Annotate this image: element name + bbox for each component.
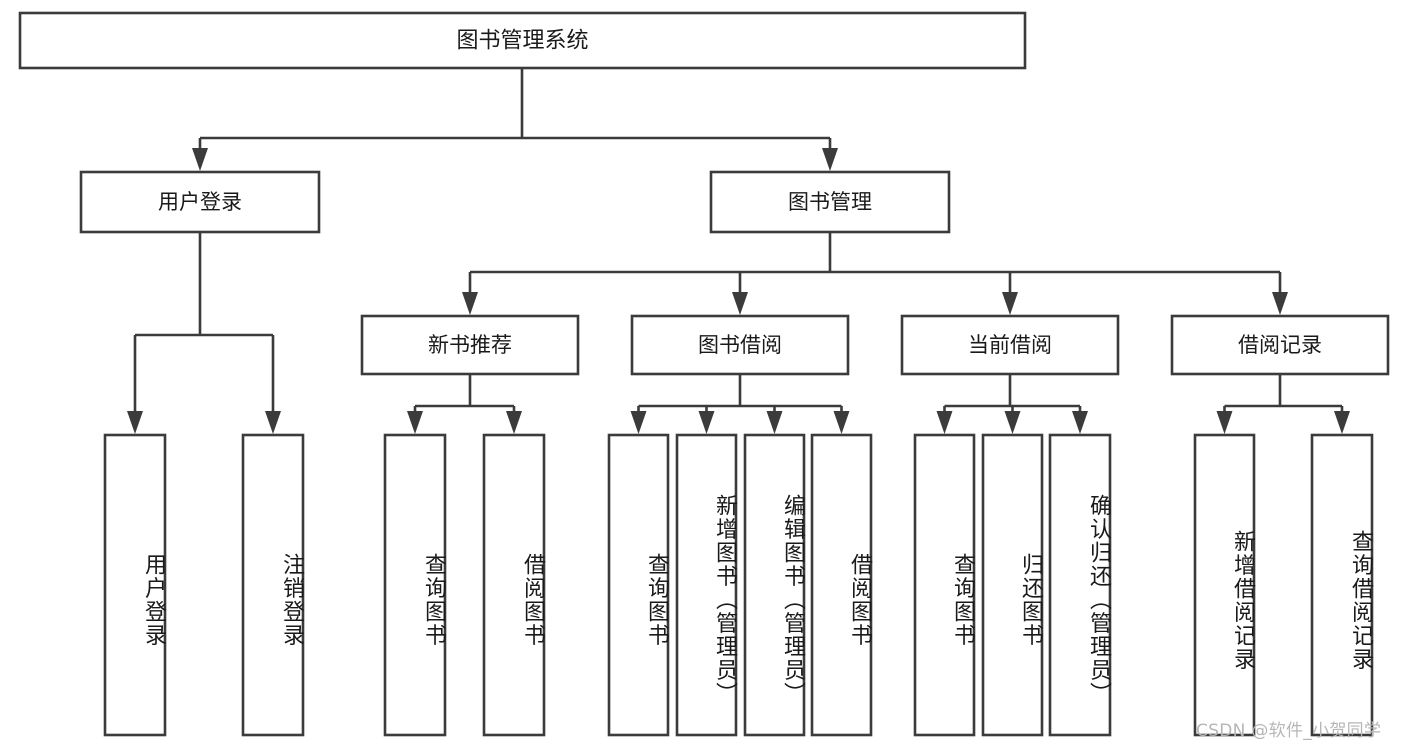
node-box[interactable] [1170,314,1390,376]
node-box[interactable] [630,314,850,376]
leaf-node-6[interactable] [743,433,806,737]
node-box[interactable] [900,314,1120,376]
level3-node-0[interactable]: 新书推荐 [360,314,580,376]
node-box[interactable] [241,433,305,737]
leaf-node-3[interactable] [482,433,546,737]
node-box[interactable] [1193,433,1256,737]
connector-group [407,374,522,434]
leaf-node-9[interactable] [981,433,1044,737]
level3-node-2[interactable]: 当前借阅 [900,314,1120,376]
node-box[interactable] [103,433,167,737]
arrow-head-icon [407,411,423,434]
arrow-head-icon [936,411,953,434]
leaf-node-12[interactable] [1310,433,1374,737]
node-label: 用户登录 [158,190,242,214]
leaf-node-0[interactable] [103,433,167,737]
connector-group [462,232,1288,315]
node-label: 图书管理系统 [456,29,588,54]
arrow-head-icon [833,411,850,434]
node-box[interactable] [810,433,873,737]
connector-group [1216,374,1350,434]
leaf-node-10[interactable] [1048,433,1112,737]
leaf-node-7[interactable] [810,433,873,737]
connector-group [192,68,838,171]
node-label: 图书管理 [788,190,872,214]
leaf-node-4[interactable] [607,433,670,737]
arrow-head-icon [1334,411,1350,434]
node-box[interactable] [913,433,976,737]
node-box[interactable] [482,433,546,737]
arrow-head-icon [732,292,748,315]
root-node-0[interactable]: 图书管理系统 [18,11,1027,70]
node-box[interactable] [1310,433,1374,737]
node-label: 当前借阅 [968,333,1052,357]
node-box[interactable] [383,433,447,737]
node-box[interactable] [1048,433,1112,737]
node-label: 图书借阅 [698,333,782,357]
node-box[interactable] [79,170,321,234]
connector-group [630,374,850,434]
leaf-node-1[interactable] [241,433,305,737]
arrow-head-icon [192,148,208,171]
arrow-head-icon [1272,292,1288,315]
leaf-node-5[interactable] [675,433,738,737]
node-box[interactable] [360,314,580,376]
level2-node-0[interactable]: 用户登录 [79,170,321,234]
node-box[interactable] [743,433,806,737]
node-label: 新书推荐 [428,333,512,357]
node-box[interactable] [981,433,1044,737]
connector-group [127,232,281,434]
arrow-head-icon [127,411,143,434]
arrow-head-icon [630,411,647,434]
arrow-head-icon [1004,411,1021,434]
arrow-head-icon [698,411,715,434]
arrow-head-icon [1002,292,1018,315]
level3-node-3[interactable]: 借阅记录 [1170,314,1390,376]
arrow-head-icon [265,411,281,434]
arrow-head-icon [1072,411,1088,434]
node-box[interactable] [709,170,951,234]
arrow-head-icon [822,148,838,171]
arrow-head-icon [462,292,478,315]
level2-node-1[interactable]: 图书管理 [709,170,951,234]
connector-group [936,374,1088,434]
arrow-head-icon [506,411,522,434]
node-box[interactable] [18,11,1027,70]
node-label: 借阅记录 [1238,333,1322,357]
leaf-node-8[interactable] [913,433,976,737]
node-box[interactable] [675,433,738,737]
watermark-text: CSDN @软件_小贺同学 [1196,721,1382,741]
leaf-node-2[interactable] [383,433,447,737]
arrow-head-icon [1216,411,1233,434]
level3-node-1[interactable]: 图书借阅 [630,314,850,376]
leaf-node-11[interactable] [1193,433,1256,737]
arrow-head-icon [766,411,783,434]
node-box[interactable] [607,433,670,737]
